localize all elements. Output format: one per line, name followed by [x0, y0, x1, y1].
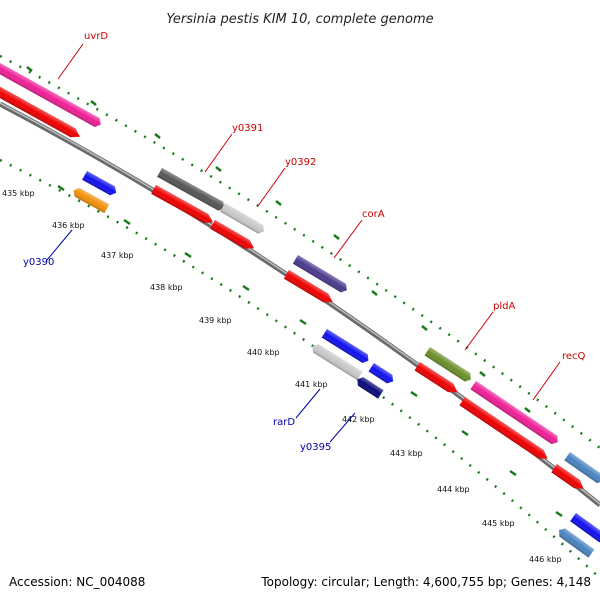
red-arrow: [459, 397, 548, 459]
gene-label-corA[interactable]: corA: [362, 209, 385, 220]
gene-recQ[interactable]: [470, 381, 560, 446]
tick-label: 439 kbp: [199, 316, 232, 325]
ruler-major-ticks: [57, 184, 563, 518]
gene-reverse-blue[interactable]: [321, 329, 371, 365]
red-arrow: [283, 270, 333, 303]
gene-label-recQ[interactable]: recQ: [562, 351, 586, 362]
gene-y0391[interactable]: [157, 168, 227, 213]
gene-label-y0395[interactable]: y0395: [300, 442, 331, 453]
gene-label-y0390[interactable]: y0390: [23, 257, 54, 268]
gene-uvrD[interactable]: [0, 53, 103, 129]
gene-reverse-steel[interactable]: [556, 526, 595, 558]
tick-label: 435 kbp: [2, 189, 35, 198]
tick-label: 446 kbp: [529, 555, 562, 564]
tick-label: 444 kbp: [437, 485, 470, 494]
forward-genes: [0, 53, 600, 485]
gene-label-y0391[interactable]: y0391: [232, 123, 263, 134]
tick-label: 443 kbp: [390, 449, 423, 458]
forward-red-arrows: [0, 80, 584, 489]
gene-y0390[interactable]: [71, 186, 110, 214]
red-arrow: [0, 80, 81, 138]
map-title: Yersinia pestis KIM 10, complete genome: [166, 12, 433, 27]
gene-reverse-blue[interactable]: [570, 513, 600, 545]
gene-label-y0392[interactable]: y0392: [285, 157, 316, 168]
gene-unlabeled[interactable]: [564, 452, 600, 485]
gene-label-rarD[interactable]: rarD: [273, 417, 295, 428]
gene-pldA[interactable]: [424, 347, 474, 384]
tick-label: 445 kbp: [482, 519, 515, 528]
genome-summary-text: Topology: circular; Length: 4,600,755 bp…: [260, 575, 591, 589]
gene-corA[interactable]: [292, 255, 350, 294]
tick-label: 442 kbp: [342, 415, 375, 424]
tick-label: 436 kbp: [52, 221, 85, 230]
red-arrow: [151, 185, 214, 223]
outer-dotted-ruler: [0, 54, 600, 449]
red-arrow: [551, 464, 584, 489]
outer-ruler-major-ticks: [26, 66, 531, 413]
gene-rarD[interactable]: [310, 342, 363, 381]
gene-label-pldA[interactable]: pldA: [493, 301, 515, 312]
gene-y0392[interactable]: [220, 203, 267, 236]
gene-label-uvrD[interactable]: uvrD: [84, 31, 108, 42]
red-arrow: [210, 220, 255, 249]
gene-reverse-blue[interactable]: [82, 171, 118, 197]
scale-labels: 435 kbp 436 kbp 437 kbp 438 kbp 439 kbp …: [2, 189, 562, 564]
gene-labels: uvrD y0391 y0392 corA pldA recQ y0390 ra…: [23, 31, 586, 453]
red-arrow: [414, 362, 458, 393]
tick-label: 437 kbp: [101, 251, 134, 260]
accession-text: Accession: NC_004088: [9, 575, 145, 589]
tick-label: 438 kbp: [150, 283, 183, 292]
tick-label: 441 kbp: [295, 380, 328, 389]
reverse-genes: [71, 171, 600, 558]
label-leaders: [46, 43, 561, 443]
tick-label: 440 kbp: [247, 348, 280, 357]
gene-reverse-blue[interactable]: [368, 363, 396, 386]
inner-dotted-ruler: [0, 158, 600, 579]
gene-y0395[interactable]: [355, 375, 384, 399]
